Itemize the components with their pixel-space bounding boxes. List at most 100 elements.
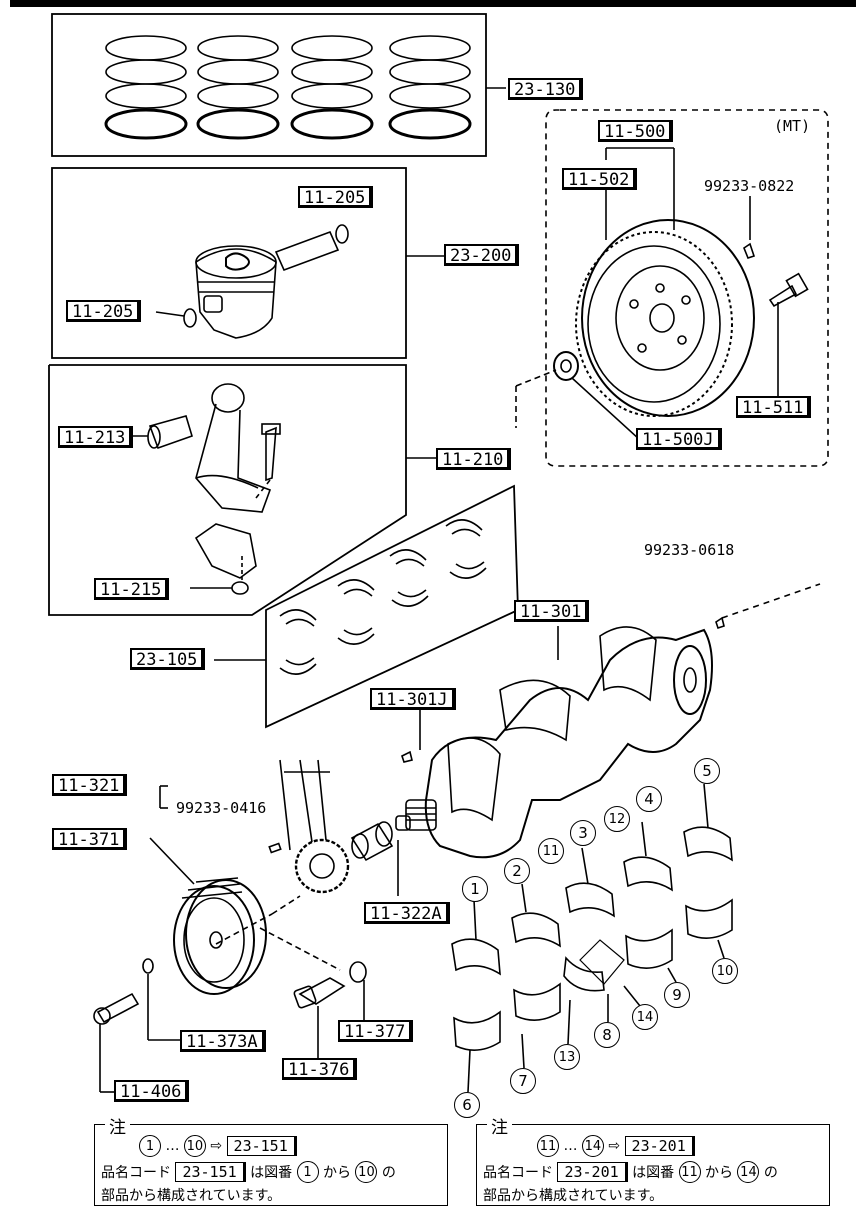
- note-left-row3: 部品から構成されています。: [101, 1188, 282, 1204]
- ring-set-2: [196, 35, 280, 140]
- piston-rings-illustration: [51, 13, 506, 157]
- label-23-105[interactable]: 23-105: [130, 648, 206, 670]
- callout-1: 1: [462, 876, 488, 902]
- label-99233-0416[interactable]: 99233-0416: [176, 799, 267, 817]
- callout-2: 2: [504, 858, 530, 884]
- note-right-from: 11: [537, 1135, 559, 1157]
- note-right-code[interactable]: 23-201: [624, 1136, 695, 1156]
- piston-box: [51, 167, 407, 359]
- oil-seal-washer: [349, 961, 367, 983]
- flywheel-illustration: [515, 109, 829, 467]
- pulley-illustration: [93, 759, 399, 1093]
- note-left-line2-to: 10: [355, 1161, 378, 1183]
- label-11-373a[interactable]: 11-373A: [180, 1030, 266, 1052]
- conrod-nut: [231, 581, 249, 595]
- crank-dowel: [715, 616, 725, 630]
- callout-7: 7: [510, 1068, 536, 1094]
- piston-rings-box: [51, 13, 487, 157]
- callout-13: 13: [554, 1044, 580, 1070]
- label-11-321[interactable]: 11-321: [52, 774, 128, 796]
- note-left-line2-code[interactable]: 23-151: [175, 1162, 246, 1182]
- note-right-line2-code[interactable]: 23-201: [557, 1162, 628, 1182]
- callout-3: 3: [570, 820, 596, 846]
- note-right-line2-to: 14: [737, 1161, 760, 1183]
- pulley-bolt: [96, 992, 140, 1024]
- conrod-box: [48, 364, 407, 616]
- label-11-301[interactable]: 11-301: [514, 600, 590, 622]
- label-23-200[interactable]: 23-200: [444, 244, 520, 266]
- note-box-left: 注 1 … 10 ⇨ 23-151 品名コード 23-151 は図番 1 から …: [94, 1113, 448, 1206]
- dowel-pin: [743, 242, 756, 259]
- note-right-suffix: の: [763, 1165, 778, 1181]
- note-left-code[interactable]: 23-151: [226, 1136, 297, 1156]
- note-left-row1: 1 … 10 ⇨ 23-151: [139, 1135, 297, 1157]
- note-left-row2: 品名コード 23-151 は図番 1 から 10 の: [101, 1161, 396, 1183]
- connecting-rod-illustration: [48, 364, 436, 616]
- note-left-from: 1: [139, 1135, 161, 1157]
- label-11-215[interactable]: 11-215: [94, 578, 170, 600]
- label-11-500[interactable]: 11-500: [598, 120, 674, 142]
- note-right-line2-from: 11: [678, 1161, 701, 1183]
- note-left-mid: は図番: [250, 1165, 293, 1181]
- note-right-to: 14: [581, 1135, 604, 1157]
- note-head-left: 注: [105, 1113, 130, 1138]
- label-11-205-top[interactable]: 11-205: [298, 186, 374, 208]
- ring-set-1: [104, 35, 188, 140]
- piston-illustration: [51, 167, 444, 359]
- note-left-arrow: ⇨: [210, 1138, 223, 1154]
- callout-9: 9: [664, 982, 690, 1008]
- callout-10: 10: [712, 958, 738, 984]
- note-right-prefix: 品名コード: [483, 1165, 553, 1181]
- callout-5: 5: [694, 758, 720, 784]
- label-11-377[interactable]: 11-377: [338, 1020, 414, 1042]
- note-left-kara: から: [323, 1165, 351, 1181]
- note-box-right: 注 11 … 14 ⇨ 23-201 品名コード 23-201 は図番 11 か…: [476, 1113, 830, 1206]
- crankshaft-illustration: [395, 583, 821, 859]
- label-11-500j[interactable]: 11-500J: [636, 428, 722, 450]
- ring-set-3: [290, 35, 374, 140]
- conrod-bearings-illustration: [214, 484, 519, 729]
- ring-set-4: [388, 35, 472, 140]
- note-right-arrow: ⇨: [608, 1138, 621, 1154]
- top-border-bar: [10, 0, 856, 7]
- label-11-210[interactable]: 11-210: [436, 448, 512, 470]
- note-head-right: 注: [487, 1113, 512, 1138]
- label-11-511[interactable]: 11-511: [736, 396, 812, 418]
- note-right-row1: 11 … 14 ⇨ 23-201: [537, 1135, 695, 1157]
- note-right-dots: …: [563, 1138, 578, 1154]
- callout-8: 8: [594, 1022, 620, 1048]
- conrod-bolt: [265, 426, 277, 482]
- piston-body: [195, 248, 277, 339]
- note-right-row3: 部品から構成されています。: [483, 1188, 664, 1204]
- main-bearings-illustration: [451, 783, 733, 1093]
- label-11-213[interactable]: 11-213: [58, 426, 134, 448]
- label-23-130[interactable]: 23-130: [508, 78, 584, 100]
- label-11-371[interactable]: 11-371: [52, 828, 128, 850]
- conrod-bushing: [148, 415, 193, 450]
- note-left-line2-from: 1: [296, 1161, 319, 1183]
- label-11-406[interactable]: 11-406: [114, 1080, 190, 1102]
- label-11-301j[interactable]: 11-301J: [370, 688, 456, 710]
- note-left-dots: …: [165, 1138, 180, 1154]
- note-right-kara: から: [705, 1165, 733, 1181]
- mt-dashed-box: [545, 109, 829, 467]
- callout-12: 12: [604, 806, 630, 832]
- label-11-502[interactable]: 11-502: [562, 168, 638, 190]
- piston-pin: [274, 230, 340, 272]
- label-11-322a[interactable]: 11-322A: [364, 902, 450, 924]
- flywheel-bolt: [768, 284, 798, 308]
- label-99233-0822[interactable]: 99233-0822: [704, 177, 795, 195]
- label-11-376[interactable]: 11-376: [282, 1058, 358, 1080]
- bearing-pair: [279, 519, 487, 675]
- label-99233-0618[interactable]: 99233-0618: [644, 541, 735, 559]
- pulley-washer: [142, 958, 154, 974]
- callout-14: 14: [632, 1004, 658, 1030]
- callout-11: 11: [538, 838, 564, 864]
- label-11-205-left[interactable]: 11-205: [66, 300, 142, 322]
- note-right-row2: 品名コード 23-201 は図番 11 から 14 の: [483, 1161, 778, 1183]
- note-right-mid: は図番: [632, 1165, 675, 1181]
- conrod-cap: [194, 523, 257, 579]
- crank-key: [401, 750, 413, 763]
